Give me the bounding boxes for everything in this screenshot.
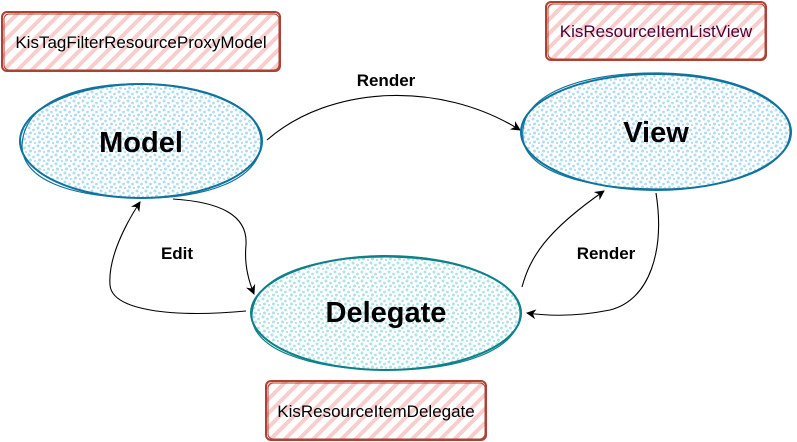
node-delegate: Delegate (250, 255, 522, 371)
node-view: View (520, 72, 792, 191)
edge-model-to-delegate-line (172, 198, 256, 295)
tag-delegate-class: KisResourceItemDelegate (265, 380, 487, 441)
edge-delegate-to-view-line (521, 190, 605, 288)
edge-delegate-to-model-label: Edit (161, 244, 193, 263)
edge-model-to-view: Render (266, 71, 521, 141)
edge-delegate-to-view-label: Render (577, 244, 636, 263)
edge-model-to-delegate (172, 198, 256, 295)
edge-view-to-delegate (526, 192, 659, 320)
edge-delegate-to-model-line (109, 201, 247, 314)
tag-model-class: KisTagFilterResourceProxyModel (1, 11, 281, 72)
edge-delegate-to-view: Render (521, 190, 636, 288)
edge-model-to-view-label: Render (357, 71, 416, 90)
tag-delegate-class-label: KisResourceItemDelegate (277, 402, 474, 421)
tag-view-class-label: KisResourceItemListView (560, 22, 753, 41)
node-view-label: View (623, 117, 689, 149)
node-model-label: Model (99, 127, 183, 159)
edge-delegate-to-model: Edit (109, 201, 247, 314)
tag-view-class: KisResourceItemListView (545, 1, 767, 61)
edge-model-to-view-line (266, 94, 521, 141)
node-delegate-label: Delegate (326, 297, 447, 329)
node-model: Model (19, 83, 263, 199)
tag-model-class-label: KisTagFilterResourceProxyModel (15, 33, 266, 52)
edge-view-to-delegate-line (526, 192, 659, 320)
